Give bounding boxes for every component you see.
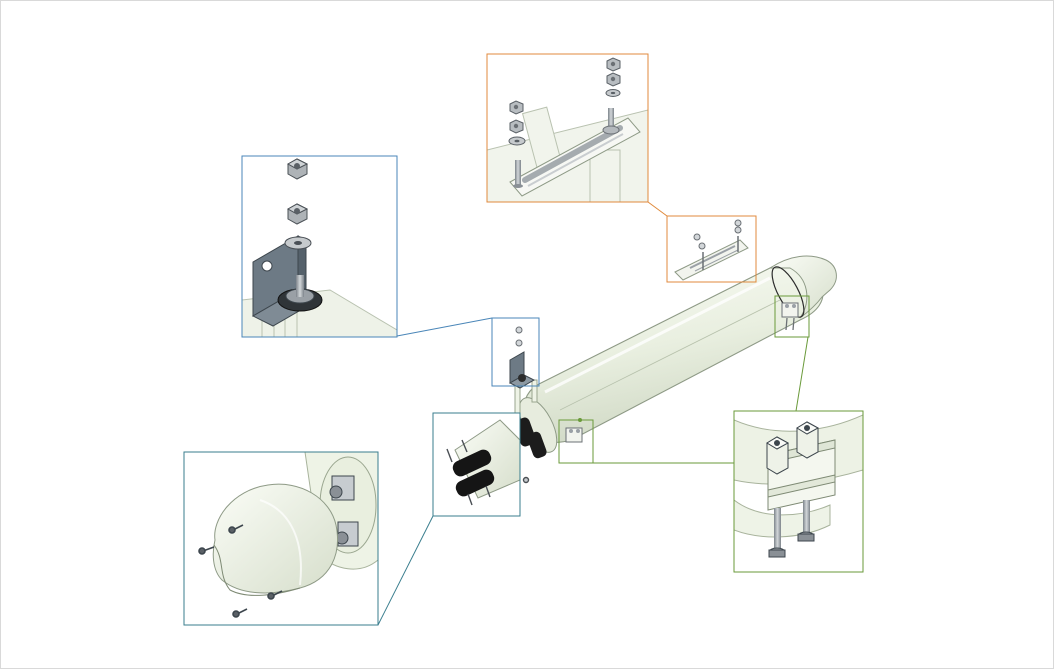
green-detail-box	[733, 410, 864, 573]
blue-detail-art	[242, 156, 397, 337]
screw-icon	[232, 608, 248, 618]
blue-small-box	[491, 317, 540, 387]
tube-seam	[559, 299, 781, 411]
bolt-icon	[296, 275, 304, 297]
angle-bracket-small	[508, 326, 536, 389]
green-leader-line-upper	[795, 336, 809, 412]
hex-nut-icon	[286, 158, 309, 180]
bolt-icon	[513, 160, 523, 188]
hex-nut-icon	[606, 57, 621, 72]
hex-nut-icon	[286, 203, 309, 225]
bolt-icon	[768, 508, 786, 558]
screw-icon	[198, 546, 215, 555]
nose-cone	[768, 255, 837, 319]
teal-detail-art	[184, 452, 378, 625]
hex-nut-icon	[606, 72, 621, 87]
washer-icon	[508, 136, 526, 146]
blue-detail-box	[241, 155, 398, 338]
screw-icon	[267, 590, 283, 600]
bolt-icon	[602, 108, 620, 135]
washer-icon	[284, 236, 312, 250]
green-small-box-lower	[558, 419, 594, 464]
right-clamp-small	[781, 302, 799, 331]
top-mount-small	[674, 219, 749, 281]
tube-highlight	[544, 276, 771, 394]
hex-nut-icon	[766, 436, 790, 475]
green-detail-art	[734, 411, 863, 572]
end-cap-icon	[212, 483, 338, 596]
bolt-icon	[797, 500, 815, 542]
orange-leader-line	[647, 201, 668, 217]
teal-small-box	[432, 412, 521, 517]
leader-lines	[377, 201, 809, 626]
nose-ring	[771, 266, 805, 318]
orange-detail-art	[487, 54, 648, 202]
hex-nut-icon	[509, 119, 524, 134]
lower-clamp-small	[565, 418, 583, 443]
orange-small-box	[666, 215, 757, 283]
hex-nut-icon	[509, 100, 524, 115]
teal-leader-line	[377, 515, 434, 626]
blue-leader-line	[396, 317, 493, 337]
green-small-box-right	[774, 295, 810, 338]
screw-icon	[228, 524, 244, 534]
washer-icon	[605, 89, 621, 97]
loose-screws	[522, 476, 530, 484]
hex-nut-icon	[796, 421, 820, 459]
orange-detail-box	[486, 53, 649, 203]
end-cap-small-detail	[433, 413, 520, 516]
teal-detail-box	[183, 451, 379, 626]
